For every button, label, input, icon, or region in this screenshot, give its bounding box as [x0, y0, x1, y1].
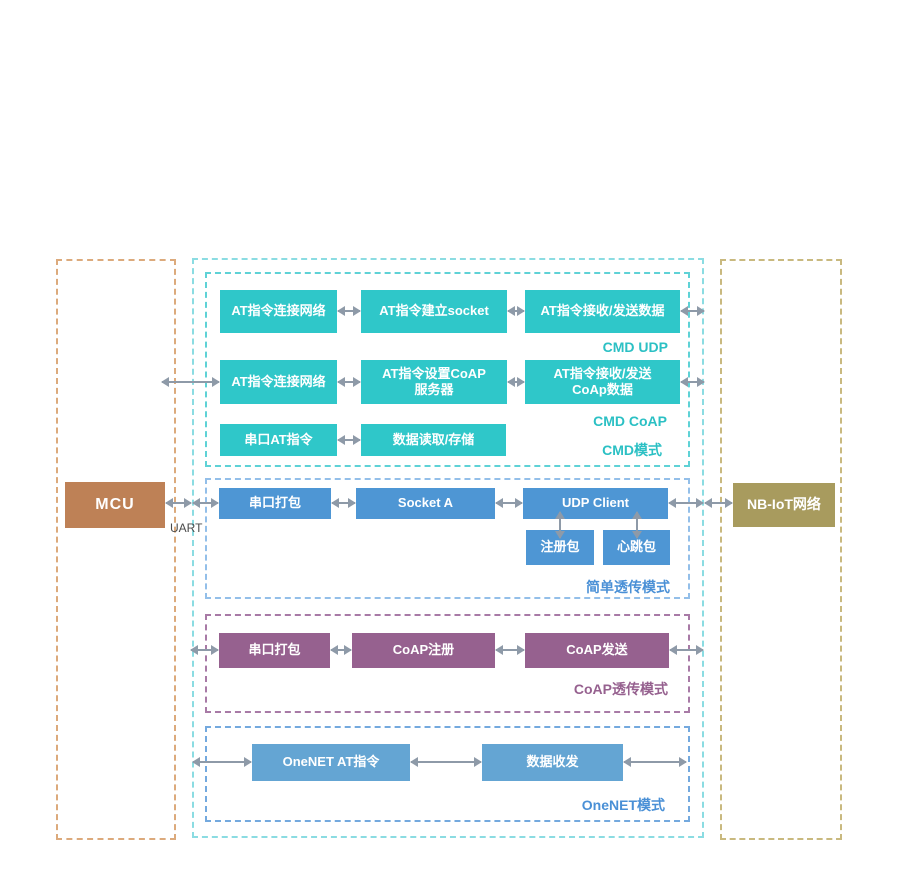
onenet-at-box: OneNET AT指令	[252, 744, 410, 781]
arrow-cmd-r3-1	[337, 435, 361, 445]
transparent-mode-label: 简单透传模式	[586, 579, 670, 595]
cmd-mode-label: CMD模式	[602, 442, 662, 458]
arrow-coap-left	[190, 645, 219, 655]
cmd-udp-label: CMD UDP	[602, 339, 668, 355]
arrow-onenet-right	[623, 757, 687, 767]
arrow-trans-1	[331, 498, 356, 508]
trans-socket-a-box: Socket A	[356, 488, 495, 519]
transparent-mode-section-frame	[205, 478, 690, 599]
module-outer-frame	[192, 258, 704, 838]
arrow-cmd-r1-1	[337, 306, 361, 316]
arrow-cmd-r2-2	[507, 377, 525, 387]
arrow-udp-register	[555, 511, 565, 539]
coap-serial-pack-box: 串口打包	[219, 633, 330, 668]
arrow-mcu-module	[165, 498, 192, 508]
cmd-coap-connect-box: AT指令连接网络	[220, 360, 337, 404]
cmd-data-rw-box: 数据读取/存储	[361, 424, 506, 456]
cmd-coap-server-box: AT指令设置CoAP 服务器	[361, 360, 507, 404]
arrow-onenet-1	[410, 757, 482, 767]
coap-send-box: CoAP发送	[525, 633, 669, 668]
onenet-mode-section-frame	[205, 726, 690, 822]
cmd-coap-sendrecv-box: AT指令接收/发送 CoAp数据	[525, 360, 680, 404]
uart-label: UART	[170, 521, 203, 535]
onenet-data-box: 数据收发	[482, 744, 623, 781]
cmd-serial-at-box: 串口AT指令	[220, 424, 337, 456]
cmd-udp-socket-box: AT指令建立socket	[361, 290, 507, 333]
arrow-module-nbiot	[704, 498, 733, 508]
coap-mode-section-frame	[205, 614, 690, 713]
cmd-udp-connect-box: AT指令连接网络	[220, 290, 337, 333]
mcu-column-frame	[56, 259, 176, 840]
arrow-module-serialpack	[192, 498, 219, 508]
cmd-udp-sendrecv-box: AT指令接收/发送数据	[525, 290, 680, 333]
arrow-cmd-r2-right	[680, 377, 705, 387]
coap-register-box: CoAP注册	[352, 633, 495, 668]
arrow-cmd-r2-left	[161, 377, 220, 387]
nbiot-network-node: NB-IoT网络	[733, 483, 835, 527]
coap-mode-label: CoAP透传模式	[573, 681, 668, 697]
arrow-coap-2	[495, 645, 525, 655]
cmd-coap-label: CMD CoAP	[593, 413, 667, 429]
arrow-cmd-r1-right	[680, 306, 705, 316]
arrow-cmd-r2-1	[337, 377, 361, 387]
arrow-cmd-r1-2	[507, 306, 525, 316]
trans-udp-client-box: UDP Client	[523, 488, 668, 519]
arrow-trans-right	[668, 498, 704, 508]
arrow-trans-2	[495, 498, 523, 508]
arrow-coap-right	[669, 645, 704, 655]
nbiot-column-frame	[720, 259, 842, 840]
arrow-onenet-left	[192, 757, 252, 767]
mcu-node: MCU	[65, 482, 165, 528]
arrow-coap-1	[330, 645, 352, 655]
arrow-udp-heartbeat	[632, 511, 642, 539]
cmd-mode-section-frame	[205, 272, 690, 467]
onenet-mode-label: OneNET模式	[581, 797, 665, 813]
trans-serial-pack-box: 串口打包	[219, 488, 331, 519]
